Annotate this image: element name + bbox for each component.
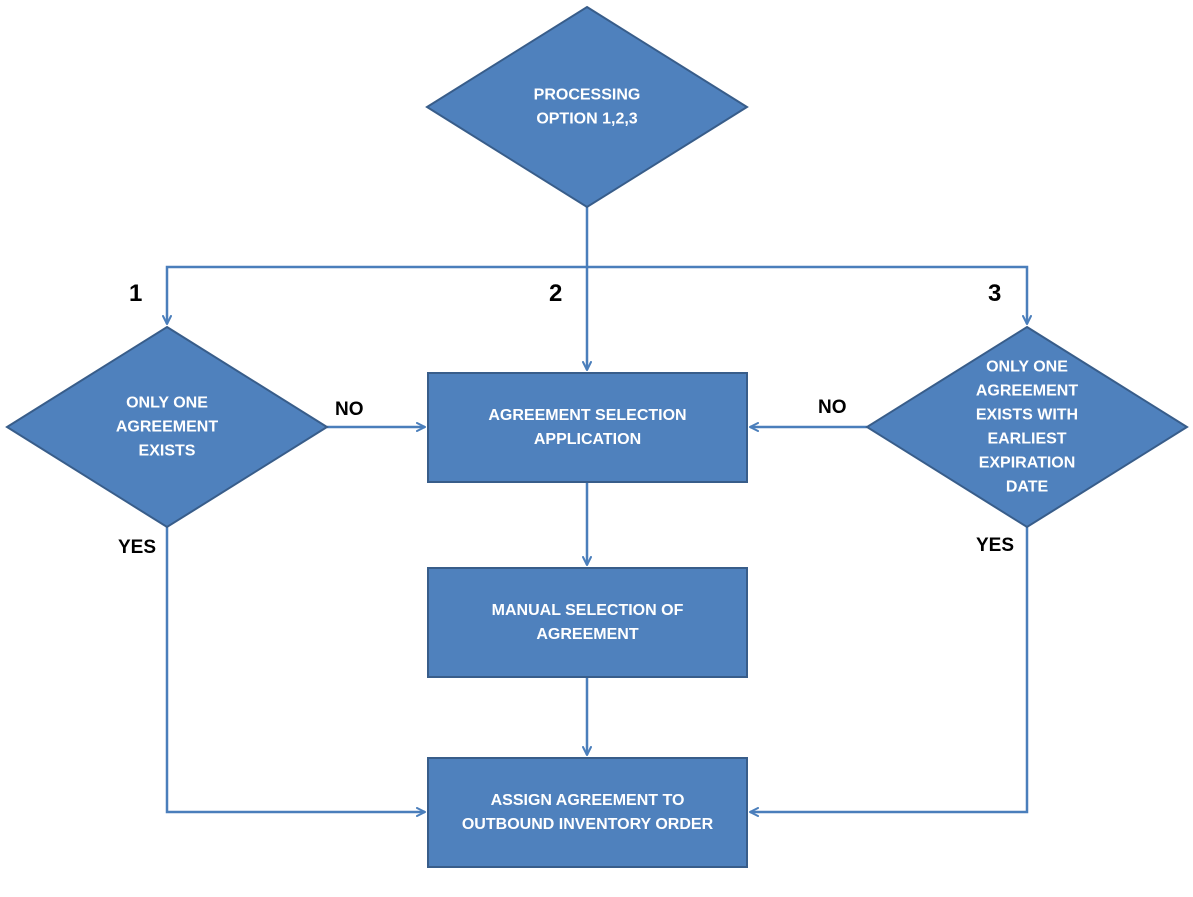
- agreement-selection-application-box-text-line: AGREEMENT SELECTION: [488, 407, 686, 424]
- earliest-expiration-diamond-text-line: EXPIRATION: [979, 455, 1076, 472]
- processing-option-diamond-text-line: PROCESSING: [534, 87, 641, 104]
- processing-option-diamond-shape: [425, 5, 749, 209]
- connector-left-yes: [165, 527, 426, 817]
- manual-selection-box-text-line: MANUAL SELECTION OF: [492, 602, 684, 619]
- earliest-expiration-diamond-text-line: ONLY ONE: [986, 359, 1068, 376]
- earliest-expiration-diamond-text-line: EARLIEST: [987, 431, 1066, 448]
- agreement-selection-application-box-shape: [427, 372, 748, 483]
- connector-right-yes: [749, 527, 1029, 817]
- earliest-expiration-diamond-shape: [865, 325, 1189, 529]
- right-yes-label: YES: [976, 535, 1015, 556]
- earliest-expiration-diamond-text-line: EXISTS WITH: [976, 407, 1078, 424]
- connectors: [162, 207, 1032, 817]
- manual-selection-box: MANUAL SELECTION OF AGREEMENT: [427, 567, 748, 678]
- earliest-expiration-diamond-text-line: DATE: [1006, 479, 1049, 496]
- right-no-label: NO: [818, 397, 847, 418]
- connector-top-branch-right: [587, 265, 1032, 325]
- only-one-agreement-diamond-text-line: AGREEMENT: [116, 419, 218, 436]
- left-no-label: NO: [335, 399, 364, 420]
- only-one-agreement-diamond-text-line: ONLY ONE: [126, 395, 208, 412]
- processing-option-diamond-text-line: OPTION 1,2,3: [536, 111, 637, 128]
- earliest-expiration-diamond: ONLY ONE AGREEMENT EXISTS WITH EARLIEST EXPI…: [865, 325, 1189, 529]
- assign-agreement-box: ASSIGN AGREEMENT TO OUTBOUND INVENTORY OR…: [427, 757, 748, 868]
- assign-agreement-box-text-line: ASSIGN AGREEMENT TO: [491, 792, 685, 809]
- manual-selection-box-shape: [427, 567, 748, 678]
- only-one-agreement-diamond: ONLY ONE AGREEMENT EXISTS: [5, 325, 329, 529]
- processing-option-diamond: PROCESSING OPTION 1,2,3: [425, 5, 749, 209]
- branch-label-3: 3: [988, 280, 1002, 307]
- branch-label-1: 1: [129, 280, 143, 307]
- only-one-agreement-diamond-shape: [5, 325, 329, 529]
- manual-selection-box-text-line: AGREEMENT: [536, 626, 638, 643]
- agreement-selection-application-box: AGREEMENT SELECTION APPLICATION: [427, 372, 748, 483]
- assign-agreement-box-text-line: OUTBOUND INVENTORY ORDER: [462, 816, 714, 833]
- only-one-agreement-diamond-text-line: EXISTS: [139, 443, 196, 460]
- agreement-selection-application-box-text-line: APPLICATION: [534, 431, 641, 448]
- assign-agreement-box-shape: [427, 757, 748, 868]
- left-yes-label: YES: [118, 537, 157, 558]
- branch-label-2: 2: [549, 280, 563, 307]
- earliest-expiration-diamond-text-line: AGREEMENT: [976, 383, 1078, 400]
- connector-top-branch-left: [162, 265, 587, 325]
